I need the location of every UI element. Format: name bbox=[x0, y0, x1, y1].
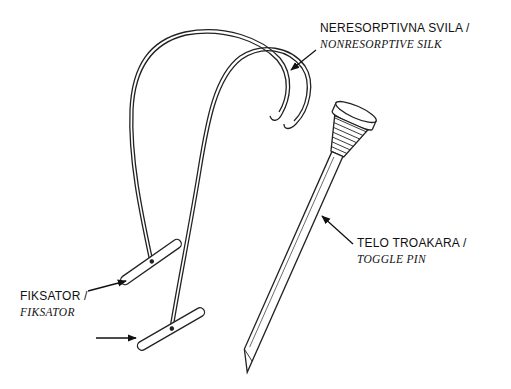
knurl-line bbox=[333, 132, 357, 142]
fixator-bar bbox=[119, 238, 206, 352]
leader-arrow bbox=[88, 50, 353, 338]
part-label-english: NONRESORPTIVE SILK bbox=[320, 38, 442, 51]
part-label: FIKSATOR / bbox=[20, 290, 88, 304]
part-label: TELO TROAKARA / bbox=[357, 237, 466, 251]
knurl-line bbox=[332, 137, 353, 146]
knurl-line bbox=[333, 127, 359, 139]
part-label-english: FIKSATOR bbox=[20, 306, 75, 319]
knurl-line bbox=[332, 142, 350, 150]
part-label-english: TOGGLE PIN bbox=[357, 253, 426, 266]
knurl-line bbox=[334, 123, 363, 136]
trocar-pin bbox=[222, 98, 379, 379]
part-label: NERESORPTIVNA SVILA / bbox=[320, 22, 470, 36]
